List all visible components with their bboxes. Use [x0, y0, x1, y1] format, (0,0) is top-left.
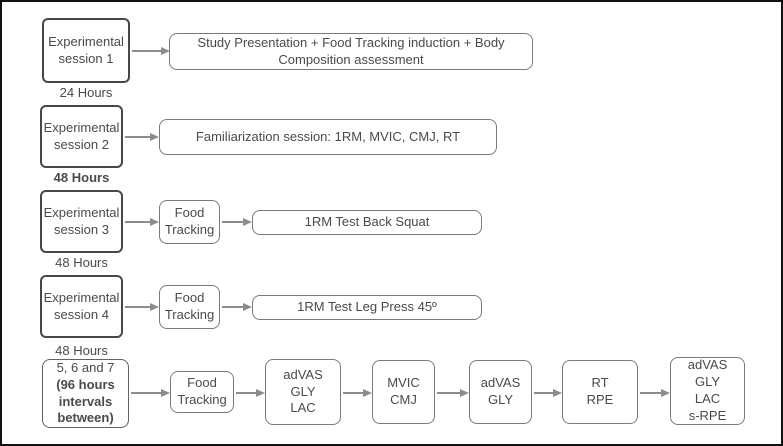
food-tracking-box-4: Food Tracking — [159, 285, 220, 329]
arrow-foodtracking-to-test-3-icon — [222, 221, 250, 223]
session-3-test-box: 1RM Test Back Squat — [252, 210, 482, 235]
arrow-sessions567-to-foodtracking-icon — [131, 392, 168, 394]
arrow-session4-to-foodtracking-icon — [125, 306, 157, 308]
sessions-5-6-7-interval-note: (96 hours intervals between) — [56, 376, 115, 426]
arrow-to-advas-gly-icon — [437, 392, 467, 394]
session-2-activity-label: Familiarization session: 1RM, MVIC, CMJ,… — [195, 128, 461, 144]
advas-gly-box: adVAS GLY — [469, 360, 532, 424]
advas-gly-label: adVAS GLY — [480, 375, 521, 407]
arrow-to-mvic-cmj-icon — [343, 392, 370, 394]
rt-rpe-label: RT RPE — [586, 375, 614, 407]
arrow-to-rt-rpe-icon — [534, 392, 560, 394]
interval-label-48h-2: 48 Hours — [55, 255, 108, 270]
sessions-5-6-7-label: 5, 6 and 7 — [56, 359, 115, 375]
advas-gly-lac-srpe-box: adVAS GLY LAC s-RPE — [670, 357, 745, 425]
session-3-label: Experimental session 3 — [43, 204, 120, 237]
advas-gly-lac-srpe-label: adVAS GLY LAC s-RPE — [687, 357, 728, 423]
advas-gly-lac-label: adVAS GLY LAC — [283, 366, 323, 416]
sessions-5-6-7-box: 5, 6 and 7 (96 hours intervals between) — [42, 359, 129, 428]
session-4-box: Experimental session 4 — [40, 275, 123, 338]
mvic-cmj-label: MVIC CMJ — [387, 375, 420, 407]
food-tracking-label-5: Food Tracking — [177, 375, 227, 407]
interval-label-48h-1: 48 Hours — [53, 170, 110, 185]
session-4-label: Experimental session 4 — [43, 289, 120, 322]
session-1-label: Experimental session 1 — [48, 33, 124, 66]
arrow-foodtracking-to-test-4-icon — [222, 306, 250, 308]
session-1-activity-label: Study Presentation + Food Tracking induc… — [197, 34, 505, 67]
food-tracking-label-4: Food Tracking — [164, 290, 215, 322]
arrow-to-final-measures-icon — [640, 392, 668, 394]
arrow-session1-to-activity-icon — [132, 50, 168, 52]
rt-rpe-box: RT RPE — [562, 360, 638, 424]
arrow-to-advas-gly-lac-icon — [236, 392, 263, 394]
food-tracking-label-3: Food Tracking — [164, 205, 215, 237]
session-1-box: Experimental session 1 — [42, 18, 130, 83]
session-3-box: Experimental session 3 — [40, 190, 123, 253]
session-2-box: Experimental session 2 — [40, 105, 123, 168]
session-2-activity-box: Familiarization session: 1RM, MVIC, CMJ,… — [159, 119, 497, 155]
interval-label-48h-3: 48 Hours — [55, 343, 108, 358]
advas-gly-lac-box: adVAS GLY LAC — [265, 359, 341, 425]
session-4-test-box: 1RM Test Leg Press 45º — [252, 295, 482, 320]
food-tracking-box-3: Food Tracking — [159, 200, 220, 244]
session-3-test-label: 1RM Test Back Squat — [304, 214, 430, 230]
mvic-cmj-box: MVIC CMJ — [372, 360, 435, 424]
session-4-test-label: 1RM Test Leg Press 45º — [297, 299, 437, 315]
food-tracking-box-5: Food Tracking — [170, 371, 234, 413]
session-2-label: Experimental session 2 — [43, 119, 120, 152]
interval-label-24h: 24 Hours — [59, 85, 113, 100]
arrow-session2-to-activity-icon — [125, 136, 157, 138]
arrow-session3-to-foodtracking-icon — [125, 221, 157, 223]
session-1-activity-box: Study Presentation + Food Tracking induc… — [169, 33, 533, 70]
